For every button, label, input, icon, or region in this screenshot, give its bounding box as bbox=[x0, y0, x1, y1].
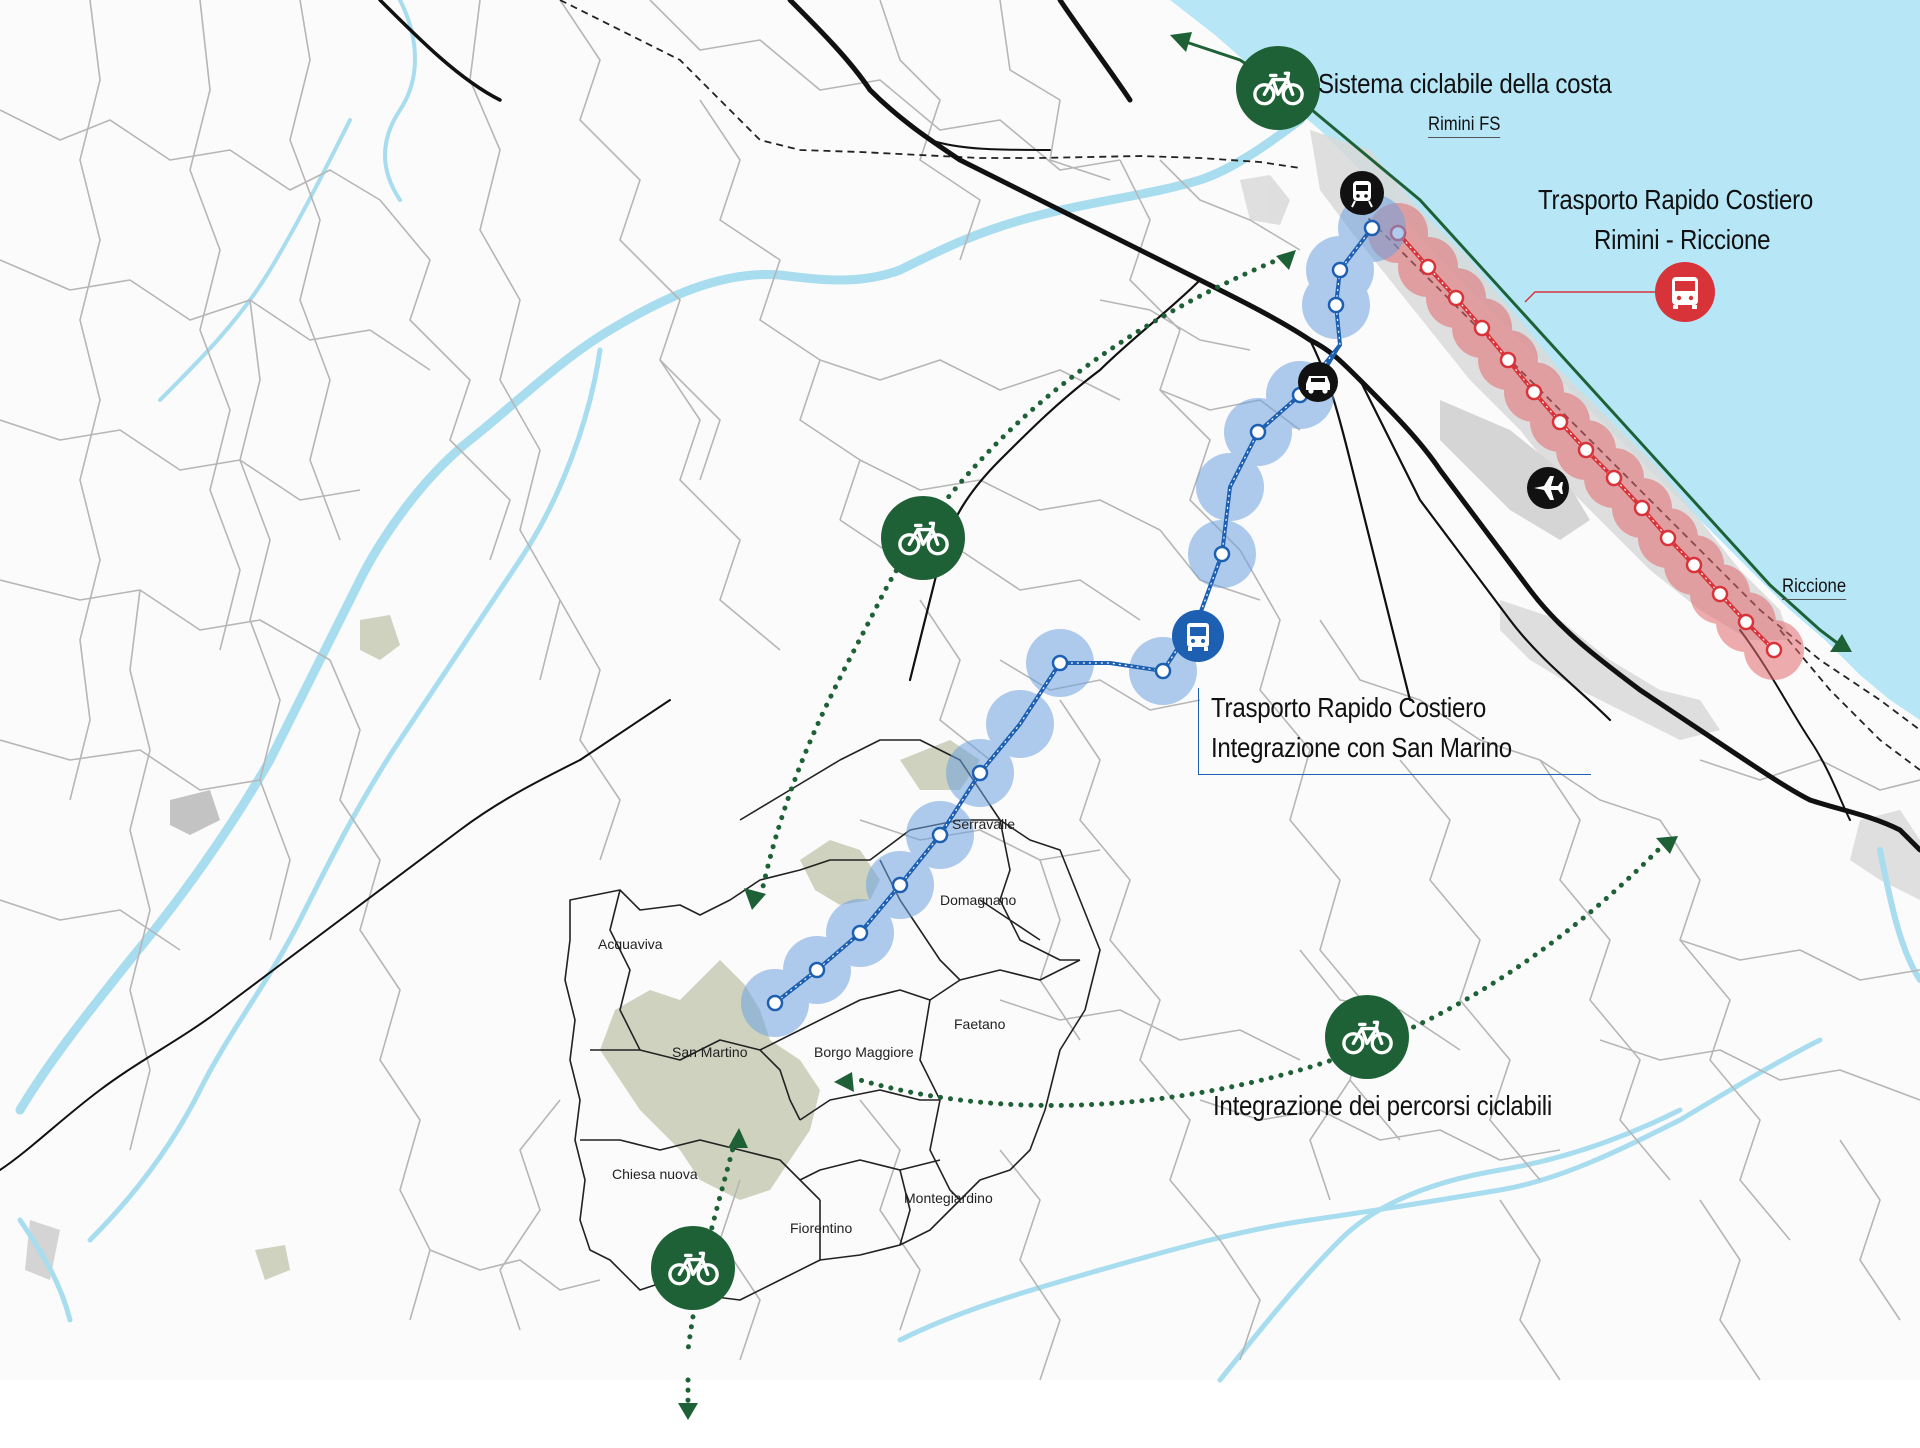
sm-stop bbox=[1213, 545, 1231, 563]
arrow-head-northeast-icon bbox=[1656, 836, 1678, 854]
sm-stop bbox=[1363, 219, 1381, 237]
town-montegiardino: Montegiardino bbox=[904, 1190, 993, 1206]
town-faetano: Faetano bbox=[954, 1016, 1006, 1032]
cycle-arrow-north-icon bbox=[1170, 32, 1192, 52]
sm-transit-box: Trasporto Rapido Costiero Integrazione c… bbox=[1198, 688, 1591, 775]
cycle-arrow-south-icon bbox=[1830, 634, 1852, 652]
bus-icon bbox=[1172, 610, 1224, 662]
coastal-stop bbox=[1605, 469, 1623, 487]
bicycle-wheel-rear bbox=[1253, 83, 1276, 106]
bicycle-wheel-front bbox=[696, 1263, 719, 1286]
sm-stop bbox=[1051, 654, 1069, 672]
bicycle-frame bbox=[1351, 1020, 1384, 1045]
town-serravalle: Serravalle bbox=[952, 816, 1016, 832]
bus-leader-line bbox=[1524, 291, 1655, 303]
arrow-head-southwest-icon bbox=[744, 888, 766, 910]
coastal-stop bbox=[1711, 585, 1729, 603]
arrow-head-west-icon bbox=[834, 1072, 854, 1092]
sm-transit-line bbox=[766, 219, 1381, 1012]
town-san-martino: San Martino bbox=[672, 1044, 748, 1060]
coastal-stop bbox=[1765, 641, 1783, 659]
arrow-head-up-icon bbox=[728, 1128, 748, 1148]
train-icon bbox=[1340, 171, 1384, 215]
sm-stop bbox=[1154, 662, 1172, 680]
sm-stop bbox=[851, 924, 869, 942]
arrow-head-down-icon bbox=[678, 1403, 698, 1420]
sm-stop bbox=[808, 961, 826, 979]
riccione-label: Riccione bbox=[1782, 576, 1847, 600]
bicycle-icon bbox=[1325, 995, 1409, 1079]
town-fiorentino: Fiorentino bbox=[790, 1220, 853, 1236]
sm-stop bbox=[1249, 423, 1267, 441]
town-acquaviva: Acquaviva bbox=[598, 936, 663, 952]
sm-stop bbox=[891, 876, 909, 894]
sm-stop bbox=[931, 826, 949, 844]
coastal-stop bbox=[1447, 289, 1465, 307]
coastal-stop bbox=[1419, 258, 1437, 276]
coastal-stop bbox=[1525, 383, 1543, 401]
bicycle-icon bbox=[881, 496, 965, 580]
bicycle-wheel-front bbox=[1281, 83, 1304, 106]
town-domagnano: Domagnano bbox=[940, 892, 1017, 908]
sm-transit-title: Trasporto Rapido Costiero bbox=[1211, 692, 1487, 723]
coastal-stop bbox=[1659, 529, 1677, 547]
town-borgo-maggiore: Borgo Maggiore bbox=[814, 1044, 914, 1060]
coastal-stop bbox=[1633, 499, 1651, 517]
coastal-stop bbox=[1551, 413, 1569, 431]
bicycle-glyph bbox=[898, 521, 949, 556]
coastal-stop bbox=[1577, 441, 1595, 459]
coastal-stop bbox=[1737, 613, 1755, 631]
car-icon bbox=[1298, 362, 1338, 402]
coastal-stop bbox=[1473, 319, 1491, 337]
bicycle-glyph bbox=[1342, 1020, 1393, 1055]
bicycle-badge-circle bbox=[651, 1226, 735, 1310]
sm-stop bbox=[766, 994, 784, 1012]
bicycle-wheel-rear bbox=[668, 1263, 691, 1286]
cycle-integration-label: Integrazione dei percorsi ciclabili bbox=[1213, 1090, 1552, 1121]
rimini-fs-label: Rimini FS bbox=[1428, 114, 1501, 138]
bicycle-icon bbox=[1236, 46, 1320, 130]
sm-stop bbox=[1331, 261, 1349, 279]
bicycle-wheel-front bbox=[926, 533, 949, 556]
bicycle-wheel-front bbox=[1370, 1032, 1393, 1055]
bicycle-wheel-rear bbox=[898, 533, 921, 556]
bicycle-wheel-rear bbox=[1342, 1032, 1365, 1055]
bicycle-badge-circle bbox=[881, 496, 965, 580]
bicycle-glyph bbox=[668, 1251, 719, 1286]
rivers bbox=[15, 0, 1920, 1383]
bicycle-badge-circle bbox=[1325, 995, 1409, 1079]
town-chiesa-nuova: Chiesa nuova bbox=[612, 1166, 698, 1182]
coastal-cycle-label: Sistema ciclabile della costa bbox=[1318, 68, 1612, 99]
bicycle-frame bbox=[677, 1251, 710, 1276]
bicycle-frame bbox=[907, 521, 940, 546]
arrow-head-north-icon bbox=[1276, 250, 1296, 270]
bicycle-icon bbox=[651, 1226, 735, 1310]
bicycle-badge-circle bbox=[1236, 46, 1320, 130]
sm-stop bbox=[1327, 296, 1345, 314]
road-network bbox=[0, 0, 1920, 1381]
coastal-transit-subtitle: Rimini - Riccione bbox=[1594, 224, 1771, 255]
sm-stop bbox=[971, 764, 989, 782]
coastal-transit-title: Trasporto Rapido Costiero bbox=[1538, 184, 1814, 215]
airplane-icon bbox=[1527, 467, 1569, 509]
bicycle-glyph bbox=[1253, 71, 1304, 106]
coastal-stop bbox=[1685, 556, 1703, 574]
coastal-stop bbox=[1499, 351, 1517, 369]
bus-icon bbox=[1655, 262, 1715, 322]
sm-transit-subtitle: Integrazione con San Marino bbox=[1211, 732, 1512, 763]
coastal-transit-line bbox=[1389, 224, 1783, 659]
bicycle-badges bbox=[651, 46, 1409, 1310]
bicycle-frame bbox=[1262, 71, 1295, 96]
